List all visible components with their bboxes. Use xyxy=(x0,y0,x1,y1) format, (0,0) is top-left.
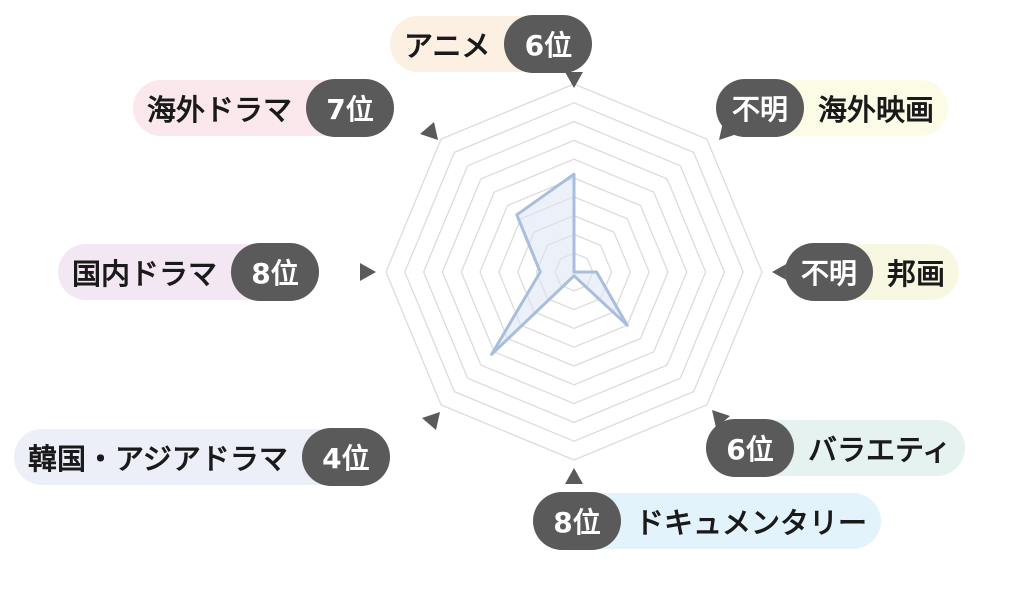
axis-label-variety: 6位 バラエティ xyxy=(706,419,966,477)
label-pointer xyxy=(712,410,730,428)
label-pointer xyxy=(565,468,583,484)
axis-name: 邦画 xyxy=(887,257,946,291)
axis-name: 海外映画 xyxy=(818,93,935,127)
rank-badge: 6位 xyxy=(706,419,794,477)
axis-label-anime: アニメ 6位 xyxy=(390,15,593,73)
rank-badge: 不明 xyxy=(716,79,804,137)
rank-badge: 6位 xyxy=(504,15,593,73)
label-pointer xyxy=(360,263,376,281)
label-pointer xyxy=(422,412,440,430)
grid-ring xyxy=(498,196,650,348)
radar-grid xyxy=(385,83,763,461)
axis-name: ドキュメンタリー xyxy=(635,506,868,540)
axis-label-foreign-movie: 不明 海外映画 xyxy=(716,79,949,137)
grid-ring xyxy=(479,177,669,367)
rank-badge: 7位 xyxy=(306,79,395,137)
axis-name: 韓国・アジアドラマ xyxy=(28,442,288,476)
axis-label-foreign-drama: 海外ドラマ 7位 xyxy=(133,79,395,137)
grid-ring xyxy=(422,120,726,424)
rank-badge: 不明 xyxy=(785,243,873,301)
grid-ring xyxy=(404,102,744,442)
axis-name: バラエティ xyxy=(808,433,952,467)
grid-ring xyxy=(385,83,763,461)
rank-badge: 8位 xyxy=(533,492,621,550)
label-pointer xyxy=(772,263,788,281)
radar-series xyxy=(490,172,629,356)
grid-ring xyxy=(460,158,688,386)
axis-label-documentary: 8位 ドキュメンタリー xyxy=(533,492,882,550)
label-pointer xyxy=(565,72,583,88)
axis-name: 国内ドラマ xyxy=(72,257,218,291)
axis-label-japanese-movie: 不明 邦画 xyxy=(785,243,960,301)
axis-label-domestic-drama: 国内ドラマ 8位 xyxy=(58,243,320,301)
rank-badge: 8位 xyxy=(231,243,320,301)
axis-label-korean-asian-drama: 韓国・アジアドラマ 4位 xyxy=(14,428,390,486)
axis-name: アニメ xyxy=(404,29,491,63)
rank-badge: 4位 xyxy=(301,428,390,486)
label-pointer xyxy=(420,122,438,140)
axis-name: 海外ドラマ xyxy=(147,93,293,127)
grid-ring xyxy=(441,139,707,405)
series-area xyxy=(490,172,629,356)
